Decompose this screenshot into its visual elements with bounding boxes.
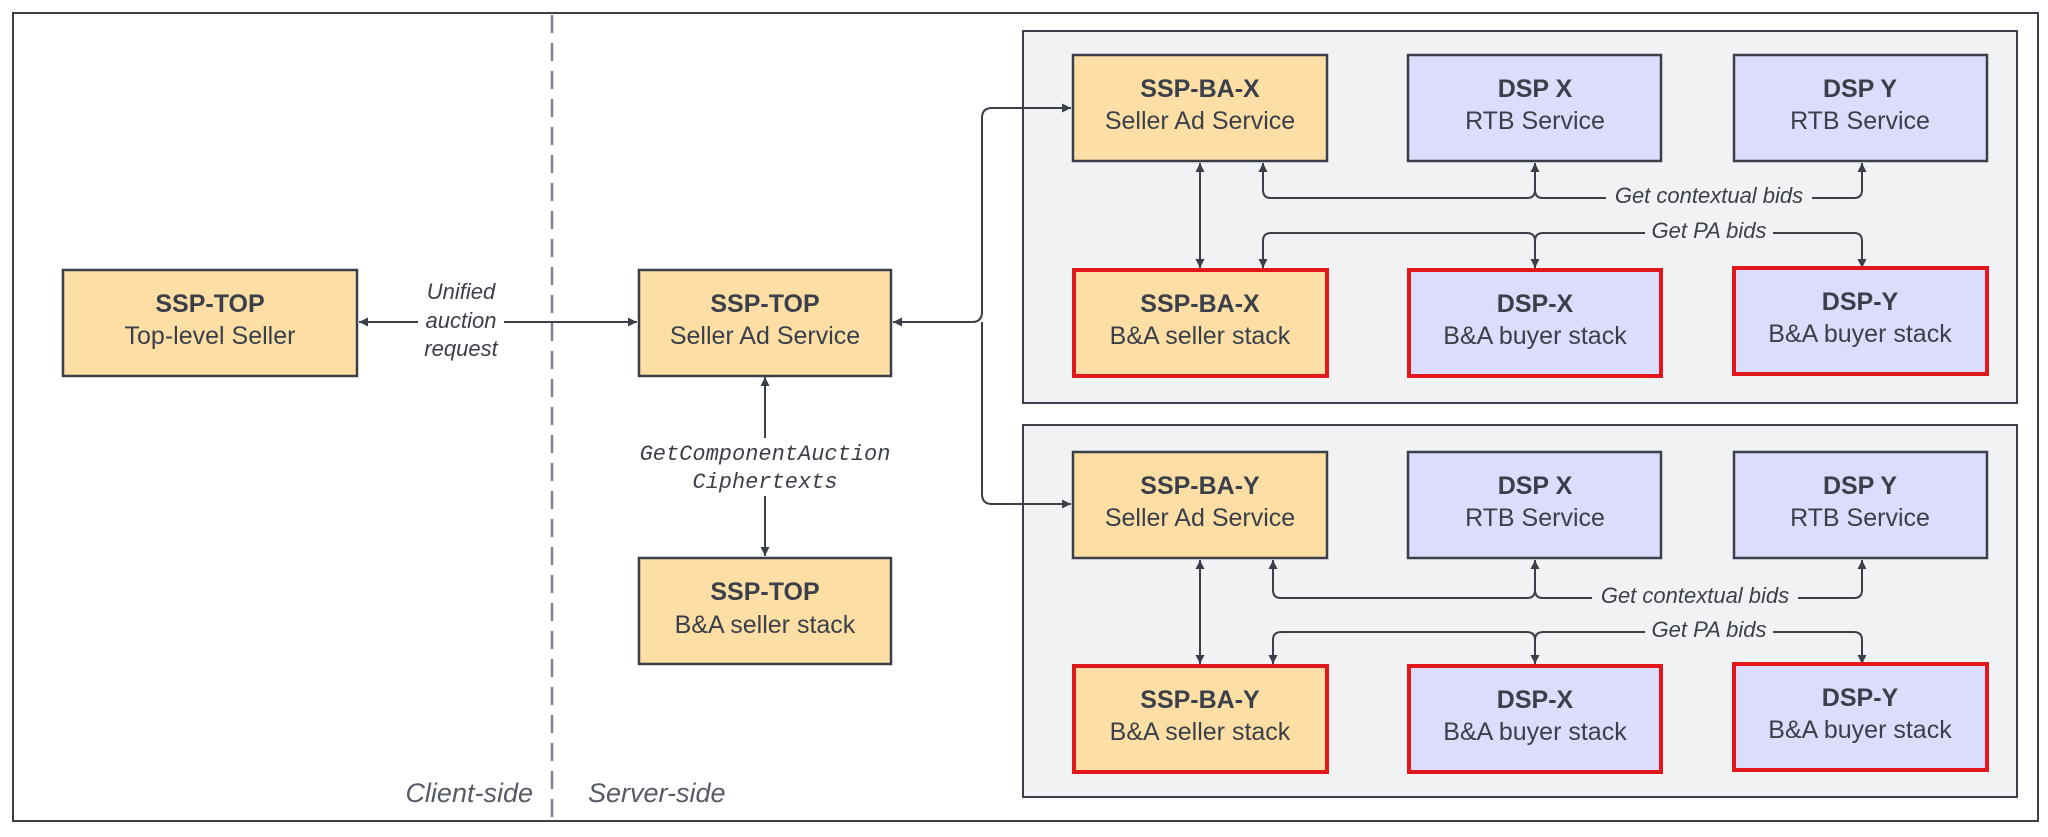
node-y-seller-ad-service: SSP-BA-Y Seller Ad Service xyxy=(1071,450,1329,560)
node-y-dsp-x-rtb: DSP X RTB Service xyxy=(1406,450,1663,560)
x-contextual-bids-label: Get contextual bids xyxy=(1615,183,1803,208)
y-pa-bids-edge xyxy=(1272,631,1863,662)
node-x-dsp-y-buyer-stack: DSP-Y B&A buyer stack xyxy=(1732,266,1989,376)
unified-label-line3: request xyxy=(424,336,498,361)
node-subtitle: B&A buyer stack xyxy=(1443,322,1627,350)
node-subtitle: Seller Ad Service xyxy=(1105,107,1295,135)
node-title: DSP Y xyxy=(1823,75,1897,103)
ciphertexts-label-bg xyxy=(628,438,904,496)
node-subtitle: B&A seller stack xyxy=(675,611,856,639)
x-contextual-bids-edge xyxy=(1263,163,1863,199)
node-title: DSP X xyxy=(1498,472,1573,500)
node-subtitle: RTB Service xyxy=(1465,107,1605,135)
node-subtitle: B&A buyer stack xyxy=(1443,718,1627,746)
server-side-label: Server-side xyxy=(588,778,726,808)
node-subtitle: B&A seller stack xyxy=(1110,322,1291,350)
node-x-seller-ad-service: SSP-BA-X Seller Ad Service xyxy=(1071,53,1329,163)
node-subtitle: B&A buyer stack xyxy=(1768,716,1952,744)
node-top-level-seller: SSP-TOP Top-level Seller xyxy=(61,268,359,378)
x-pa-label-bg xyxy=(1645,218,1773,246)
node-x-dsp-x-buyer-stack: DSP-X B&A buyer stack xyxy=(1407,268,1663,378)
node-title: DSP-X xyxy=(1497,686,1574,714)
y-contextual-bids-label: Get contextual bids xyxy=(1601,583,1789,608)
node-title: DSP-Y xyxy=(1822,288,1899,316)
y-contextual-label-bg xyxy=(1592,583,1798,611)
node-subtitle: B&A seller stack xyxy=(1110,718,1291,746)
ciphertexts-label-line2: Ciphertexts xyxy=(692,470,837,495)
node-title: DSP X xyxy=(1498,75,1573,103)
node-y-dsp-y-rtb: DSP Y RTB Service xyxy=(1732,450,1989,560)
unified-label-line1: Unified xyxy=(427,279,496,304)
node-title: SSP-BA-X xyxy=(1140,75,1260,103)
node-y-ba-seller-stack: SSP-BA-Y B&A seller stack xyxy=(1072,664,1329,774)
ciphertexts-label-line1: GetComponentAuction xyxy=(640,442,891,467)
node-y-dsp-x-buyer-stack: DSP-X B&A buyer stack xyxy=(1407,664,1663,774)
top-to-ba-x-edge xyxy=(893,103,1071,327)
unified-label-line2: auction xyxy=(426,308,497,333)
y-pa-bids-label: Get PA bids xyxy=(1652,617,1767,642)
node-top-seller-ad-service: SSP-TOP Seller Ad Service xyxy=(637,268,893,378)
node-x-dsp-y-rtb: DSP Y RTB Service xyxy=(1732,53,1989,163)
unified-label-bg xyxy=(418,276,504,364)
node-title: SSP-BA-Y xyxy=(1140,686,1260,714)
node-title: DSP-Y xyxy=(1822,684,1899,712)
node-subtitle: RTB Service xyxy=(1790,107,1930,135)
x-contextual-label-bg xyxy=(1606,183,1812,211)
node-title: SSP-BA-Y xyxy=(1140,472,1260,500)
node-top-ba-seller-stack: SSP-TOP B&A seller stack xyxy=(637,556,893,666)
y-pa-label-bg xyxy=(1645,617,1773,645)
node-subtitle: Top-level Seller xyxy=(125,322,296,350)
node-title: SSP-TOP xyxy=(155,290,264,318)
node-subtitle: RTB Service xyxy=(1465,504,1605,532)
node-title: SSP-TOP xyxy=(710,578,819,606)
node-title: SSP-TOP xyxy=(710,290,819,318)
y-contextual-bids-edge xyxy=(1273,560,1863,599)
node-title: SSP-BA-X xyxy=(1140,290,1260,318)
top-to-ba-y-edge xyxy=(981,322,1071,509)
node-subtitle: Seller Ad Service xyxy=(670,322,860,350)
node-title: DSP Y xyxy=(1823,472,1897,500)
node-subtitle: RTB Service xyxy=(1790,504,1930,532)
client-side-label: Client-side xyxy=(405,778,533,808)
node-x-ba-seller-stack: SSP-BA-X B&A seller stack xyxy=(1072,268,1329,378)
x-pa-bids-edge xyxy=(1262,232,1863,268)
node-subtitle: Seller Ad Service xyxy=(1105,504,1295,532)
node-subtitle: B&A buyer stack xyxy=(1768,320,1952,348)
x-pa-bids-label: Get PA bids xyxy=(1652,218,1767,243)
node-title: DSP-X xyxy=(1497,290,1574,318)
node-y-dsp-y-buyer-stack: DSP-Y B&A buyer stack xyxy=(1732,662,1989,772)
node-x-dsp-x-rtb: DSP X RTB Service xyxy=(1406,53,1663,163)
